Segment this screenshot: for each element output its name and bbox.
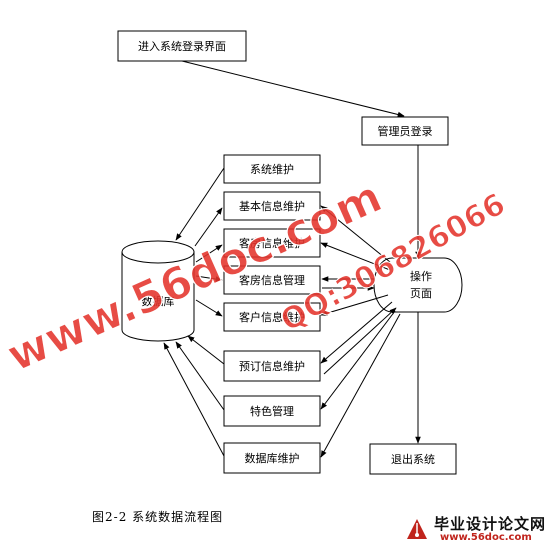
- node-login-entry: 进入系统登录界面: [117, 30, 247, 62]
- edge-db-guestroom: [195, 275, 223, 282]
- edge-operation-booking-a: [320, 301, 393, 364]
- node-basic-info-label: 基本信息维护: [239, 199, 305, 213]
- node-admin-login-label: 管理员登录: [378, 124, 433, 138]
- edge-db-room: [195, 244, 223, 263]
- edge-dbmaint-db: [163, 342, 225, 457]
- node-database: 数据库: [121, 240, 195, 342]
- node-system-maintenance: 系统维护: [223, 154, 321, 184]
- node-room-info-label: 客房信息维护: [239, 236, 305, 250]
- edge-db-basic: [194, 207, 223, 247]
- logo-title: 毕业设计论文网: [434, 515, 547, 533]
- logo-url: www.56doc.com: [440, 532, 532, 543]
- node-special-management: 特色管理: [223, 395, 321, 427]
- edge-operation-room: [320, 242, 391, 271]
- node-exit-system-label: 退出系统: [391, 452, 435, 466]
- node-exit-system: 退出系统: [369, 443, 457, 475]
- edge-entry-to-admin: [181, 60, 405, 118]
- edge-operation-customer: [320, 294, 389, 316]
- node-customer-info-label: 客户信息维护: [239, 310, 305, 324]
- node-room-info: 客房信息维护: [223, 228, 321, 258]
- node-login-entry-label: 进入系统登录界面: [138, 39, 226, 53]
- node-operation-page-label-2: 页面: [410, 287, 432, 300]
- node-system-maintenance-label: 系统维护: [250, 162, 294, 176]
- node-database-maintenance: 数据库维护: [223, 442, 321, 474]
- site-logo: 毕业设计论文网 www.56doc.com: [404, 513, 547, 547]
- edge-operation-special: [320, 310, 396, 410]
- node-booking-info: 预订信息维护: [223, 350, 321, 382]
- node-operation-page: 操作 页面: [373, 257, 463, 313]
- node-booking-info-label: 预订信息维护: [239, 359, 305, 373]
- figure-caption: 图2-2 系统数据流程图: [92, 510, 224, 524]
- edge-sysmaint-db: [175, 167, 225, 241]
- node-guestroom-management: 客房信息管理: [223, 265, 321, 295]
- node-operation-page-label-1: 操作: [410, 269, 432, 283]
- edge-operation-basic: [320, 205, 391, 263]
- node-special-management-label: 特色管理: [250, 404, 294, 418]
- edge-db-customer: [195, 299, 223, 317]
- edge-booking-db: [187, 335, 225, 365]
- node-database-label: 数据库: [142, 294, 175, 308]
- node-guestroom-management-label: 客房信息管理: [239, 273, 305, 287]
- edge-operation-booking-b: [323, 307, 397, 375]
- node-basic-info: 基本信息维护: [223, 191, 321, 221]
- pen-nib-logo-icon: [407, 519, 427, 539]
- edge-special-db: [175, 341, 225, 411]
- node-database-maintenance-label: 数据库维护: [245, 451, 300, 465]
- node-admin-login: 管理员登录: [361, 116, 449, 146]
- connectors: [163, 60, 421, 458]
- node-customer-info: 客户信息维护: [223, 302, 321, 332]
- edge-operation-dbmaint: [320, 313, 401, 458]
